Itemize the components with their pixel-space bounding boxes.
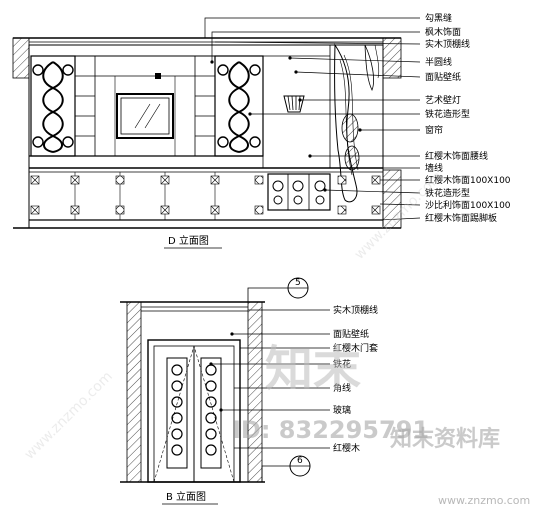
d-leaders [204, 17, 421, 221]
left-wall-hatch [12, 37, 30, 79]
d-callout-11: 铁花造形型 [425, 187, 470, 199]
watermark-library: 知末资料库 [390, 426, 500, 452]
door-left-glass [166, 357, 188, 469]
tv-screen [116, 93, 174, 139]
b-callout-2: 红樱木门套 [333, 342, 378, 354]
tv-wall [74, 55, 216, 157]
watermark-site: www.znzmo.com [438, 494, 530, 507]
left-ironwork-scroll-2 [42, 61, 64, 153]
left-ironwork-panel [30, 55, 76, 157]
d-callout-6: 铁花造形型 [425, 108, 470, 120]
d-callout-4: 面贴壁纸 [425, 71, 461, 83]
d-callout-1: 枫木饰面 [425, 26, 461, 38]
door-ironwork [171, 364, 217, 456]
d-leader-dots [210, 56, 362, 192]
d-elevation-title: D 立面图 [168, 234, 209, 247]
d-callout-9: 墙线 [425, 162, 443, 174]
d-callout-5: 艺术壁灯 [425, 94, 461, 106]
d-callout-13: 红樱木饰面踢脚板 [425, 212, 497, 224]
section-marker-5: 5 [247, 277, 309, 302]
d-callout-7: 窗帘 [425, 124, 443, 136]
b-callout-1: 面贴壁纸 [333, 328, 369, 340]
d-callout-8: 红樱木饰面腰线 [425, 150, 488, 162]
b-elevation: 5 6 实木顶棚线 面贴壁纸 红樱木门套 铁花 [120, 277, 378, 505]
d-callout-2: 实木顶棚线 [425, 38, 470, 50]
b-callout-6: 红樱木 [333, 442, 360, 454]
watermark-diagonal-1: www.znzmo.com [22, 368, 116, 462]
b-callout-labels: 实木顶棚线 面贴壁纸 红樱木门套 铁花 角线 玻璃 红樱木 [333, 304, 378, 454]
d-callout-labels: 勾黑缝 枫木饰面 实木顶棚线 半圆线 面贴壁纸 艺术壁灯 铁花造形型 窗帘 红樱… [425, 12, 511, 224]
b-callout-4: 角线 [333, 382, 351, 394]
d-callout-10: 红樱木饰面100X100 [425, 174, 511, 186]
d-callout-3: 半圆线 [425, 56, 452, 68]
ironwork-cabinet [267, 173, 331, 211]
wainscot [30, 172, 381, 220]
door-right-glass [200, 357, 222, 469]
right-ironwork-panel [214, 55, 264, 157]
d-elevation: 勾黑缝 枫木饰面 实木顶棚线 半圆线 面贴壁纸 艺术壁灯 铁花造形型 窗帘 红樱… [12, 12, 511, 249]
b-callout-5: 玻璃 [333, 404, 351, 416]
ceiling-spot [155, 73, 161, 79]
section-marker-6: 6 [261, 455, 311, 482]
watermark-brand: 知末 [265, 341, 361, 397]
d-callout-12: 沙比利饰面100X100 [425, 199, 511, 211]
b-leader-dots [209, 332, 234, 412]
section-marker-6-label: 6 [297, 456, 303, 466]
b-leaders [211, 309, 330, 449]
section-marker-5-label: 5 [295, 278, 301, 288]
watermark-id: ID: 832295791 [232, 416, 429, 444]
d-callout-0: 勾黑缝 [425, 12, 452, 24]
b-elevation-title: B 立面图 [166, 490, 206, 503]
b-callout-0: 实木顶棚线 [333, 304, 378, 316]
b-left-wall-hatch [126, 301, 142, 483]
b-right-wall-hatch [247, 301, 263, 483]
b-callout-3: 铁花 [333, 358, 351, 370]
wall-lamp [283, 95, 305, 113]
